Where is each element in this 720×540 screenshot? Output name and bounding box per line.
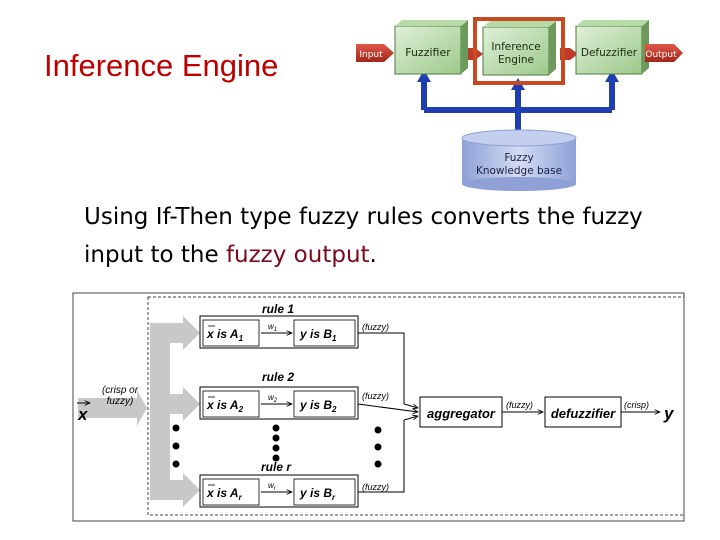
rule-r: rule r x is Ar y is Br wr (fuzzy) [199,460,389,508]
rule-r-title: rule r [261,460,292,474]
svg-text:w2: w2 [268,393,278,404]
aggregator-label: aggregator [427,406,496,421]
rule-2-out-note: (fuzzy) [362,391,389,401]
svg-text:y is Br: y is Br [299,486,336,502]
rule-2: rule 2 x is A2 y is B2 w2 (fuzzy) [199,370,389,420]
aggregator-out-note: (fuzzy) [506,400,533,410]
inference-label-line1: Inference [491,41,540,53]
rule-2-antecedent-sub: 2 [238,405,244,414]
rule-1-title: rule 1 [262,302,294,316]
kb-label-line1: Fuzzy [504,152,533,164]
gray-input-arrows [78,316,200,507]
svg-text:wr: wr [268,481,277,492]
kb-connection-arrows [417,70,619,132]
bullet-text: Using If-Then type fuzzy rules converts … [84,198,694,274]
input-note-line2: fuzzy) [107,396,134,407]
input-arrow: Input [356,44,394,62]
rule-1-weight-sub: 1 [274,327,277,333]
bullet-end: . [369,242,377,268]
rule-1-antecedent-sub: 1 [239,334,244,343]
inference-label-line2: Engine [498,54,534,66]
rule-2-antecedent: x is A [206,398,239,412]
svg-text:x is A1: x is A1 [206,327,244,343]
rule-r-weight-sub: r [274,486,277,492]
dashed-inference-frame [147,296,685,516]
rule-r-consequent-sub: r [332,493,336,502]
kb-label-line2: Knowledge base [476,165,562,177]
rule-1-out-note: (fuzzy) [362,322,389,332]
output-arrow: Output [645,44,683,62]
rule-1-weight: w [268,322,275,331]
rule-1-antecedent: x is A [206,327,239,341]
rule-r-antecedent: x is A [206,486,239,500]
rule-r-weight: w [268,481,275,490]
knowledge-base-cylinder: Fuzzy Knowledge base [461,129,577,191]
rule-2-weight: w [268,393,275,402]
fuzzifier-label: Fuzzifier [405,46,451,59]
defuzzifier-rule-label: defuzzifier [551,406,616,421]
rule-2-title: rule 2 [262,370,294,384]
rule-output-connectors [357,332,418,493]
output-var: y [663,404,675,423]
rule-r-antecedent-sub: r [239,493,243,502]
inference-engine-block: Inference Engine [473,17,565,85]
svg-text:x is Ar: x is Ar [206,486,243,502]
rule-1: rule 1 x is A1 y is B1 w1 (fuzzy) [199,302,389,349]
aggregator-block: aggregator [419,396,503,428]
input-label: Input [359,50,383,60]
rule-1-consequent-sub: 1 [332,334,337,343]
fuzzifier-block: Fuzzifier [394,20,468,75]
rule-1-consequent: y is B [299,327,332,341]
rule-2-weight-sub: 2 [273,398,278,404]
bullet-text-main: Using If-Then type fuzzy rules converts … [84,204,643,268]
rule-r-consequent: y is B [299,486,332,500]
output-label: Output [645,50,677,60]
input-var: x [77,405,89,424]
rule-2-consequent: y is B [299,398,332,412]
defuzzifier-rule-block: defuzzifier [544,396,622,428]
rule-2-consequent-sub: 2 [331,405,337,414]
bullet-highlight: fuzzy output [225,242,370,268]
svg-text:y is B1: y is B1 [299,327,337,343]
defuzzifier-label-top: Defuzzifier [581,47,638,59]
rule-r-out-note: (fuzzy) [362,482,389,492]
input-note-line1: (crisp or [102,385,139,396]
slide-title: Inference Engine [44,48,279,83]
defuzzifier-out-note: (crisp) [624,400,649,410]
defuzzifier-block: Defuzzifier [575,20,649,75]
svg-text:w1: w1 [268,322,277,333]
ellipsis-dots [172,424,382,468]
svg-text:x is A2: x is A2 [206,398,244,414]
svg-text:y is B2: y is B2 [299,398,337,414]
